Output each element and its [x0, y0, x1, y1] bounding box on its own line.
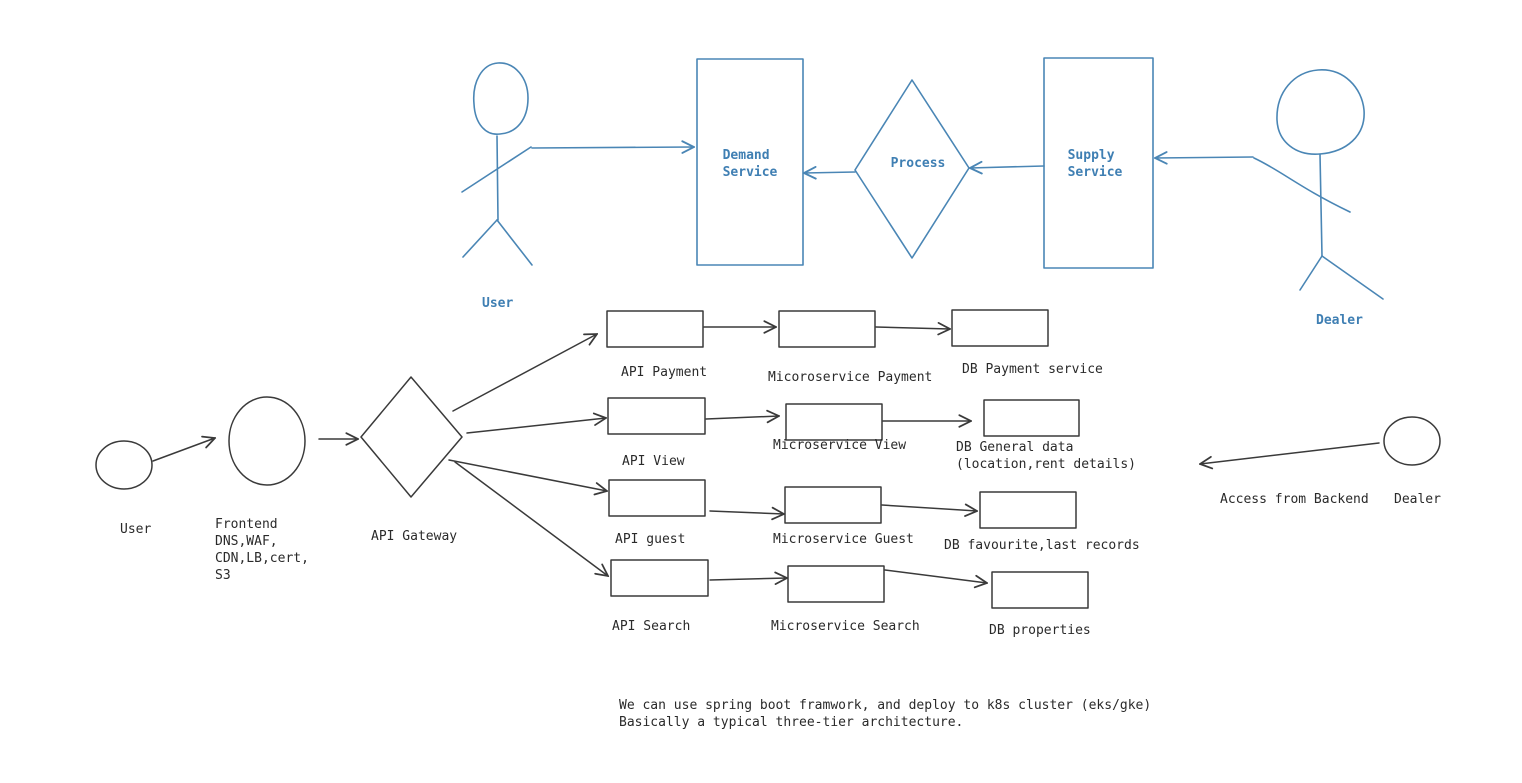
search-row: API Search Microservice Search DB proper… [610, 559, 1091, 638]
gateway-to-api-guest-arrow [448, 459, 607, 491]
ms-view-box [785, 403, 883, 441]
access-from-backend-label: Access from Backend [1220, 492, 1369, 507]
api-view-box [607, 397, 706, 435]
db-properties-label: DB properties [989, 623, 1091, 638]
user-to-frontend-arrow [152, 438, 215, 462]
api-guest-to-ms-arrow [709, 511, 784, 514]
api-gateway-diamond [360, 376, 463, 498]
guest-row: API guest Microservice Guest DB favourit… [608, 479, 1140, 553]
dealer-to-supply-arrow [1155, 157, 1254, 158]
gateway-to-api-view-arrow [466, 418, 606, 434]
api-guest-box [608, 479, 706, 517]
bottom-user-label: User [120, 522, 151, 537]
api-payment-box [606, 310, 704, 348]
ms-guest-box [784, 486, 882, 524]
api-gateway-label: API Gateway [371, 529, 457, 544]
ms-payment-box [778, 310, 876, 348]
db-general-label: DB General data (location,rent details) [956, 440, 1136, 472]
db-favourite-label: DB favourite,last records [944, 538, 1140, 553]
dealer-to-backend-arrow [1200, 442, 1380, 464]
dealer-stick-figure-icon [1253, 69, 1384, 300]
db-payment-label: DB Payment service [962, 362, 1103, 377]
bottom-dealer-label: Dealer [1394, 492, 1441, 507]
top-user-label: User [482, 296, 513, 311]
frontend-label: Frontend DNS,WAF, CDN,LB,cert, S3 [215, 517, 317, 583]
ms-guest-to-db-arrow [881, 505, 977, 511]
frontend-circle [228, 396, 306, 486]
ms-search-label: Microservice Search [771, 619, 920, 634]
supply-service-box [1043, 57, 1154, 269]
api-search-label: API Search [612, 619, 690, 634]
api-search-box [610, 559, 709, 597]
api-payment-label: API Payment [621, 365, 707, 380]
api-view-label: API View [622, 454, 685, 469]
supply-to-process-arrow [970, 166, 1045, 168]
ms-payment-to-db-arrow [875, 327, 950, 329]
db-general-box [983, 399, 1080, 437]
view-row: API View Microservice View DB General da… [607, 397, 1136, 472]
payment-row: API Payment Micoroservice Payment DB Pay… [606, 309, 1103, 385]
user-stick-figure-icon [461, 62, 533, 266]
top-flow: User Demand Service Process Supply Servi… [461, 57, 1384, 328]
dealer-circle [1383, 416, 1441, 466]
db-properties-box [991, 571, 1089, 609]
user-circle [95, 440, 153, 490]
gateway-to-api-search-arrow [454, 461, 608, 576]
demand-service-label: Demand Service [723, 148, 778, 180]
ms-search-to-db-arrow [884, 569, 987, 583]
supply-service-label: Supply Service [1068, 148, 1123, 180]
ms-view-label: Microservice View [773, 438, 906, 453]
ms-payment-label: Micoroservice Payment [768, 370, 932, 385]
api-search-to-ms-arrow [709, 578, 787, 580]
bottom-flow: User Frontend DNS,WAF, CDN,LB,cert, S3 A… [95, 309, 1441, 638]
process-label: Process [891, 156, 946, 171]
user-to-demand-arrow [531, 147, 694, 148]
ms-search-box [787, 565, 885, 603]
db-payment-box [951, 309, 1049, 347]
api-guest-label: API guest [615, 532, 685, 547]
demand-service-box [696, 58, 804, 266]
process-to-demand-arrow [804, 172, 856, 173]
ms-guest-label: Microservice Guest [773, 532, 914, 547]
gateway-to-api-payment-arrow [452, 334, 597, 412]
api-view-to-ms-arrow [705, 416, 779, 419]
top-dealer-label: Dealer [1316, 313, 1363, 328]
notes-text: We can use spring boot framwork, and dep… [619, 698, 1159, 730]
process-diamond [854, 79, 970, 259]
db-favourite-box [979, 491, 1077, 529]
